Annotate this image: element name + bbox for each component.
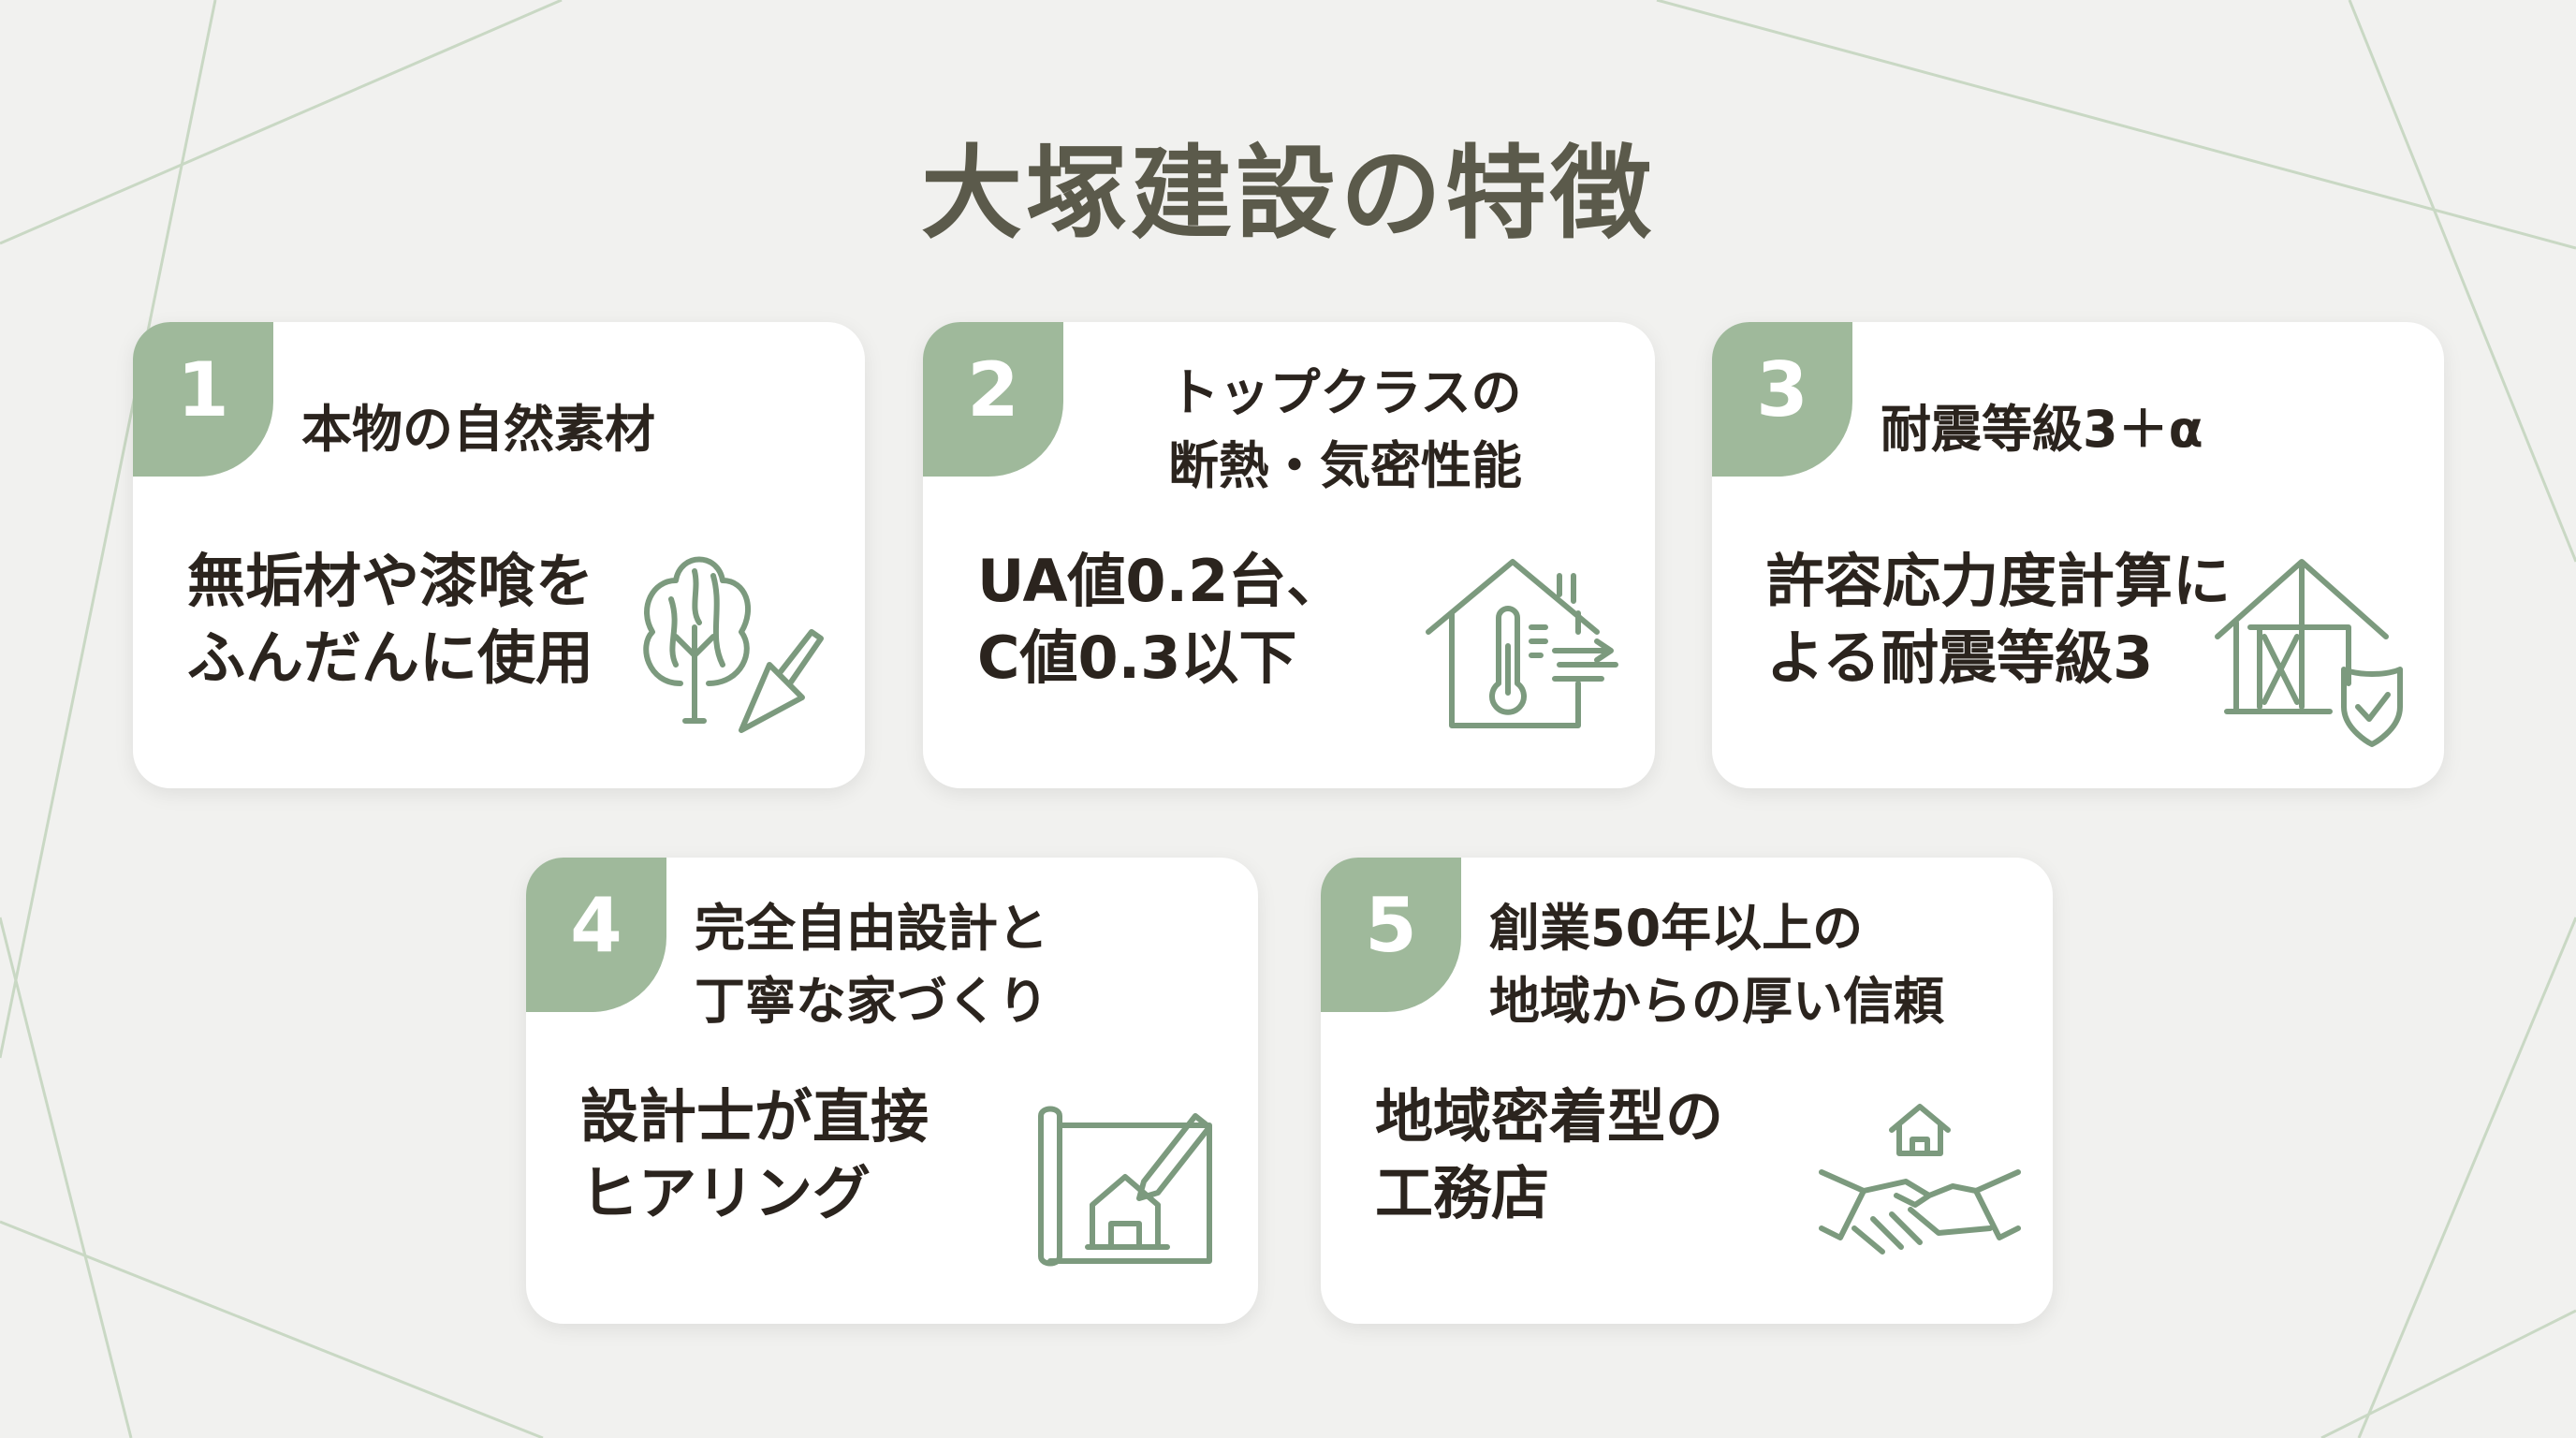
card-number: 1 [133, 322, 273, 477]
card-heading-line: 耐震等級3＋α [1881, 400, 2203, 459]
card-number: 4 [526, 858, 666, 1012]
card-heading-line: 完全自由設計と [695, 899, 1048, 958]
card-heading-line: 丁寧な家づくり [695, 972, 1048, 1031]
house-thermometer-icon [1419, 543, 1625, 749]
card-body: 許容応力度計算に よる耐震等級3 [1766, 543, 2231, 697]
tree-trowel-icon [629, 543, 835, 749]
feature-card-5: 5 創業50年以上の 地域からの厚い信頼 地域密着型の 工務店 [1321, 858, 2053, 1324]
card-body: 設計士が直接 ヒアリング [580, 1078, 929, 1232]
card-number: 2 [923, 322, 1063, 477]
card-number: 5 [1321, 858, 1461, 1012]
page-title: 大塚建設の特徴 [920, 136, 1655, 253]
card-body-line: C値0.3以下 [977, 624, 1297, 692]
card-body-line: 設計士が直接 [580, 1082, 929, 1151]
card-heading: 完全自由設計と 丁寧な家づくり [695, 895, 1230, 1035]
card-body-line: 無垢材や漆喰を [187, 547, 594, 615]
card-heading-line: 本物の自然素材 [301, 400, 655, 459]
card-heading: 本物の自然素材 [301, 360, 837, 500]
feature-card-3: 3 耐震等級3＋α 許容応力度計算に よる耐震等級3 [1712, 322, 2444, 788]
card-body-line: よる耐震等級3 [1766, 624, 2154, 692]
card-body-line: 許容応力度計算に [1766, 547, 2232, 615]
card-body: UA値0.2台、 C値0.3以下 [977, 543, 1344, 697]
card-body-line: ふんだんに使用 [187, 624, 594, 692]
card-heading-line: 地域からの厚い信頼 [1489, 972, 1944, 1031]
card-heading-line: 断熱・気密性能 [1168, 436, 1522, 495]
handshake-house-icon [1817, 1078, 2023, 1284]
house-frame-shield-icon [2208, 543, 2414, 749]
card-heading-line: トップクラスの [1168, 363, 1522, 422]
card-body-line: 工務店 [1375, 1159, 1550, 1227]
card-body-line: UA値0.2台、 [977, 547, 1345, 615]
card-heading: 耐震等級3＋α [1881, 360, 2416, 500]
card-heading-line: 創業50年以上の [1489, 899, 1864, 958]
card-heading: 創業50年以上の 地域からの厚い信頼 [1489, 895, 2025, 1035]
feature-card-4: 4 完全自由設計と 丁寧な家づくり 設計士が直接 ヒアリング [526, 858, 1258, 1324]
card-body: 地域密着型の 工務店 [1375, 1078, 1723, 1232]
card-body-line: ヒアリング [580, 1159, 871, 1227]
feature-card-1: 1 本物の自然素材 無垢材や漆喰を ふんだんに使用 [133, 322, 865, 788]
card-body-line: 地域密着型の [1375, 1082, 1724, 1151]
card-number: 3 [1712, 322, 1852, 477]
card-body: 無垢材や漆喰を ふんだんに使用 [187, 543, 593, 697]
blueprint-pencil-icon [1022, 1078, 1228, 1284]
card-heading: トップクラスの 断熱・気密性能 [1063, 360, 1627, 500]
feature-card-2: 2 トップクラスの 断熱・気密性能 UA値0.2台、 C値0.3以下 [923, 322, 1655, 788]
